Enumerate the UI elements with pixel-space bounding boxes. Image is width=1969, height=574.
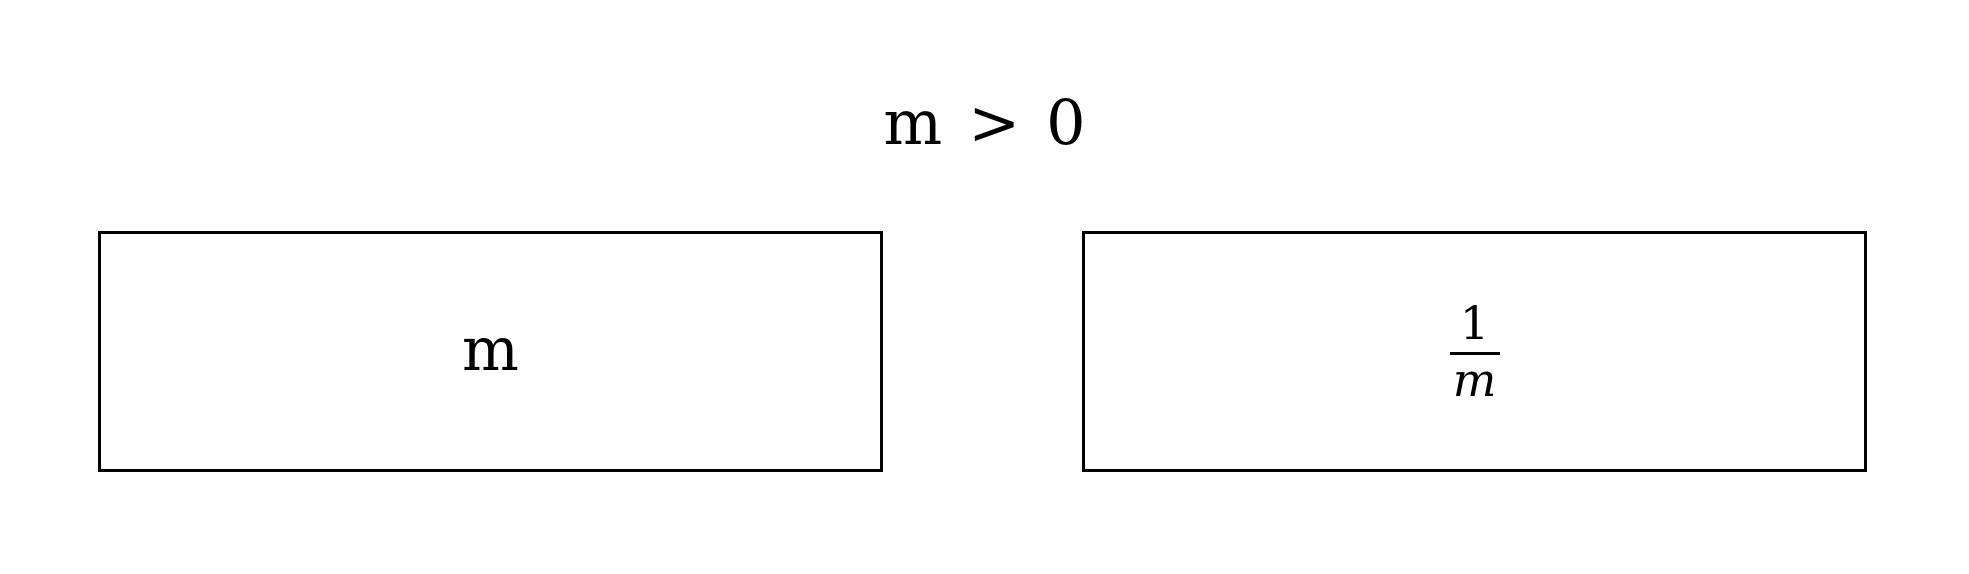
condition-operator: > [968, 86, 1021, 159]
fraction-denominator: m [1452, 353, 1497, 407]
left-expression-box: m [98, 231, 883, 472]
fraction-bar [1449, 352, 1500, 355]
left-expression: m [462, 314, 519, 385]
condition-label: m >0 [0, 88, 1969, 158]
right-expression-box: 1 m [1082, 231, 1867, 472]
condition-lhs: m [883, 86, 943, 159]
right-fraction: 1 m [1449, 296, 1500, 407]
fraction-numerator: 1 [1459, 296, 1490, 350]
condition-rhs: 0 [1046, 86, 1086, 159]
